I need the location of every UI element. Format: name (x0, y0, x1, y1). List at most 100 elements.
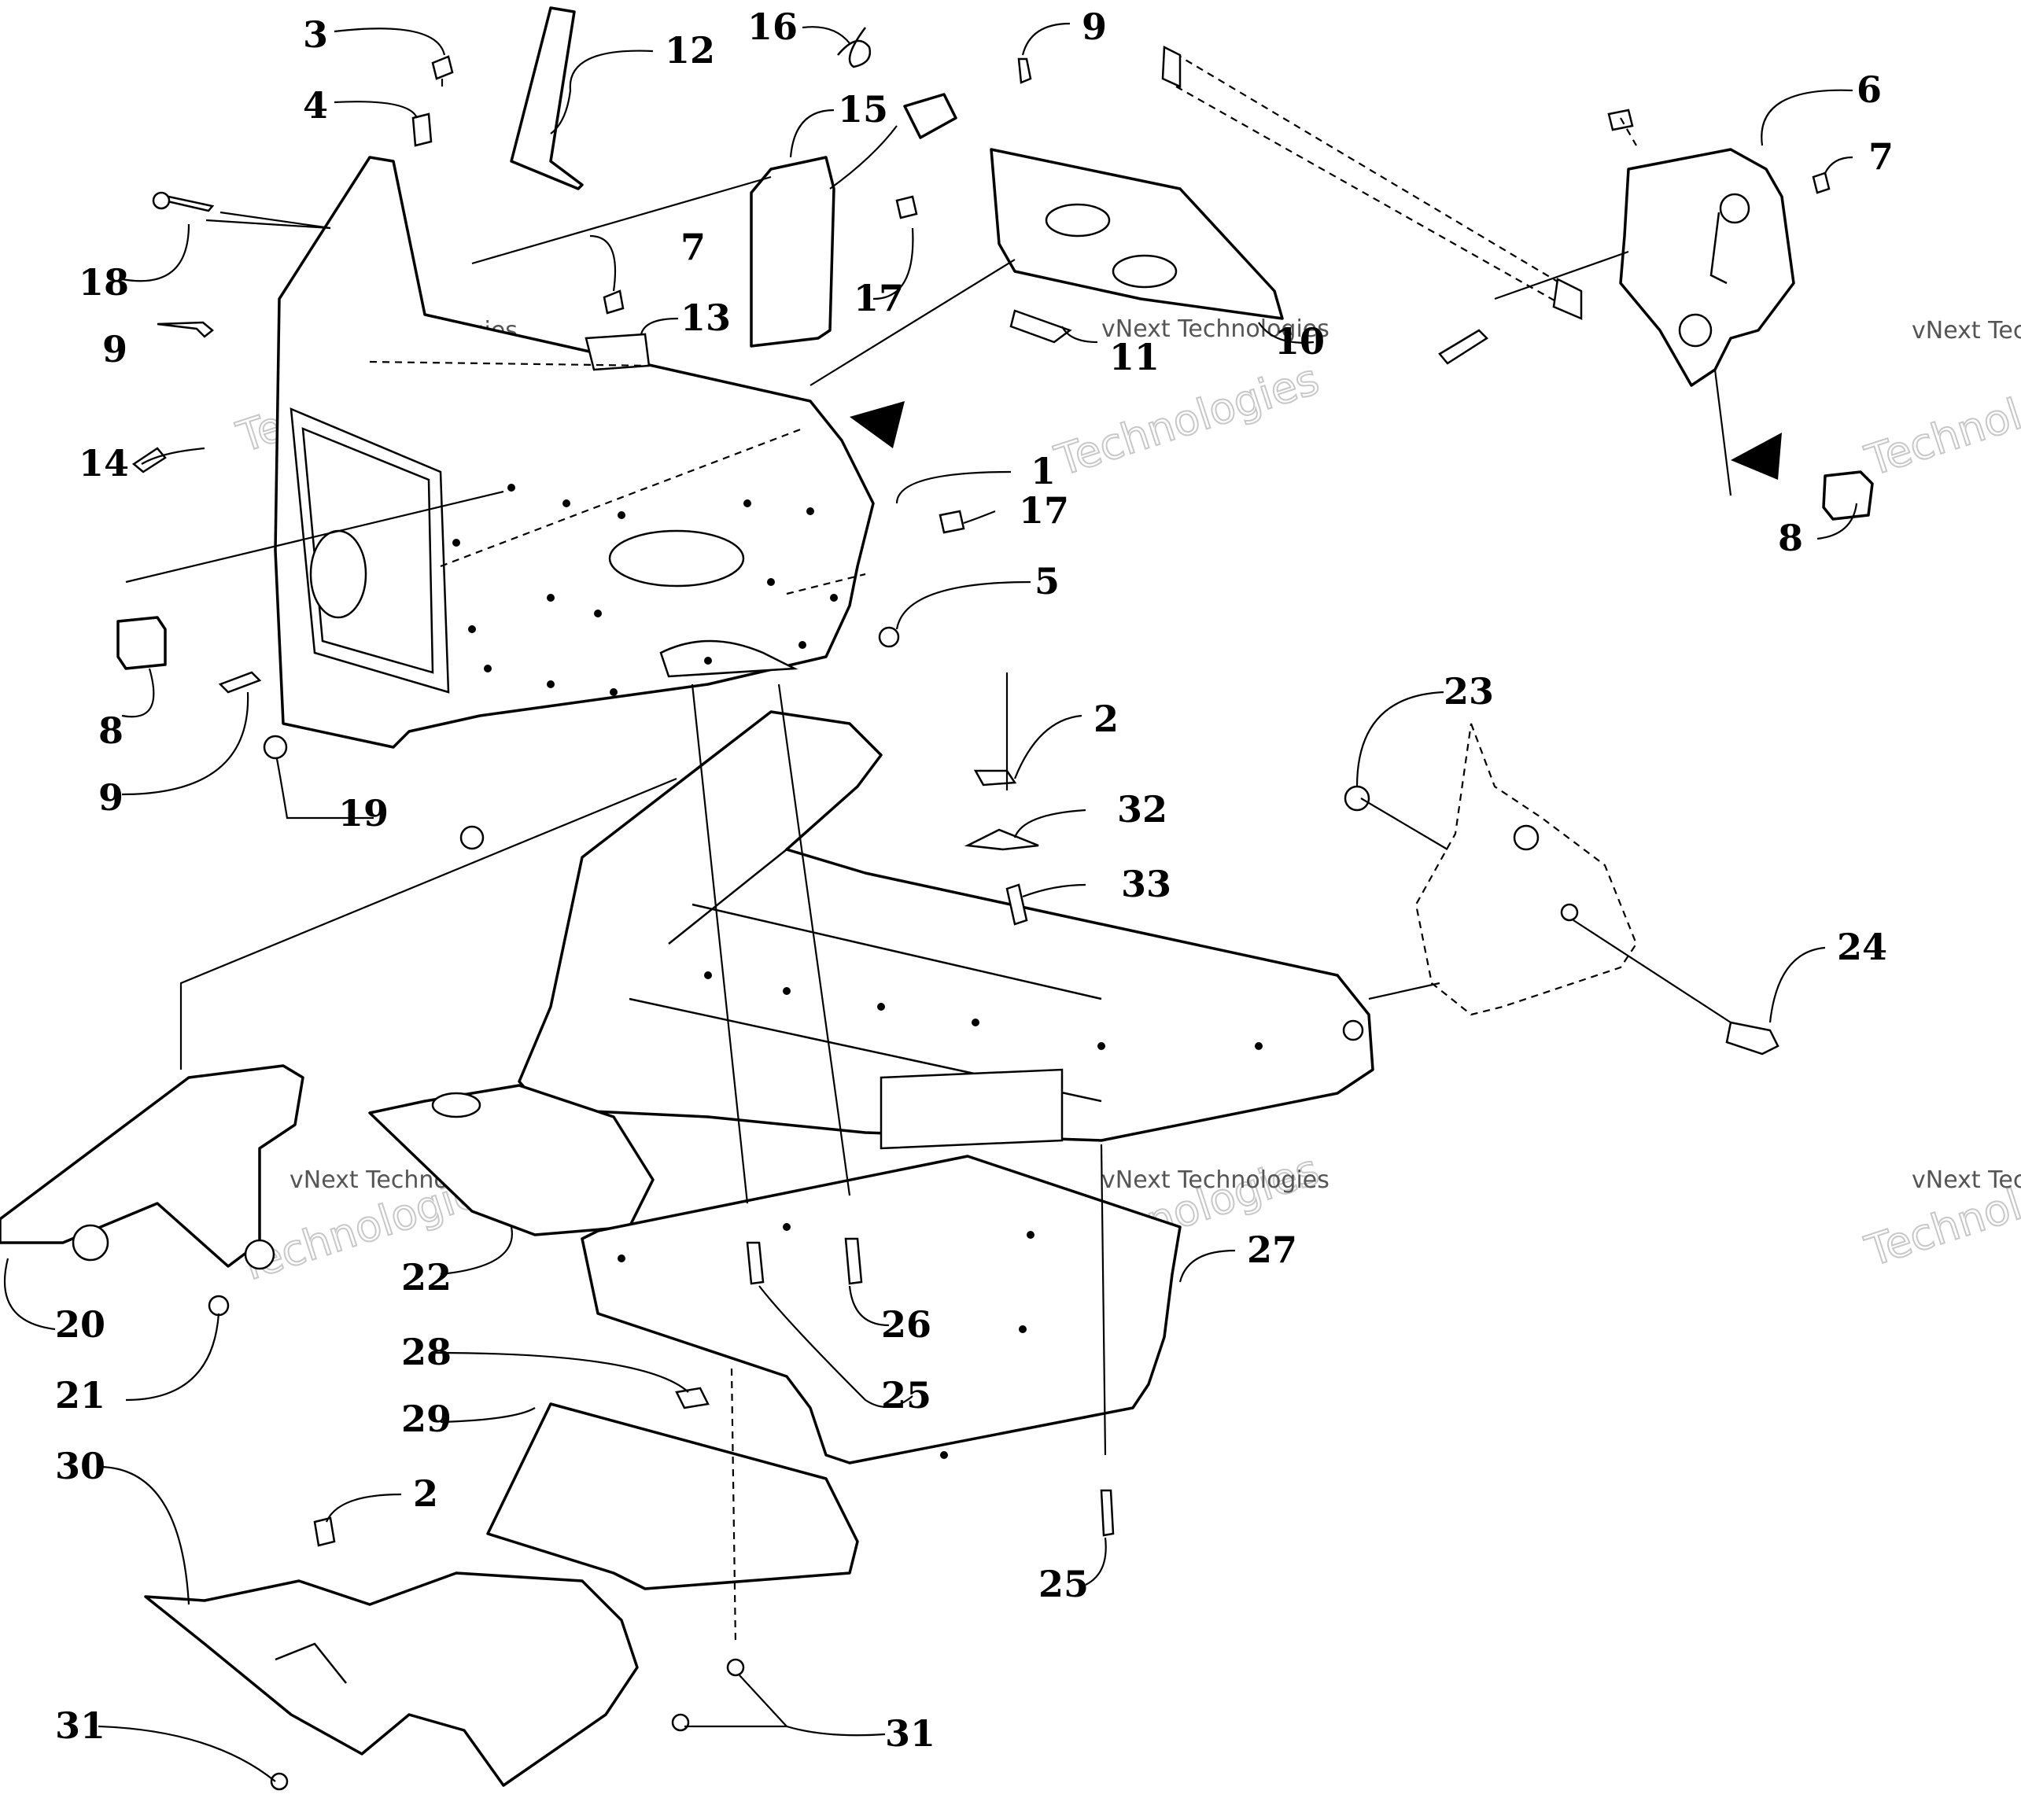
callout-7: 7 (1868, 135, 1894, 178)
arrow-mark (850, 401, 905, 448)
watermark-large: Technologies (1049, 354, 1325, 485)
part-26-screw (844, 1237, 863, 1285)
part-7-bolt-center (603, 289, 625, 315)
part-19-bolt (263, 735, 485, 850)
part-nut-right-top (1607, 109, 1634, 131)
callout-14: 14 (79, 442, 129, 484)
callout-7: 7 (680, 226, 706, 268)
callout-3: 3 (303, 13, 328, 56)
callout-16: 16 (747, 6, 798, 48)
callout-9: 9 (98, 776, 124, 819)
part-17-nut-upper (895, 195, 918, 219)
watermark-small: vNext Technologies (1101, 315, 1330, 343)
part-25-rivet-lower (1100, 1489, 1115, 1537)
callout-10: 10 (1274, 320, 1325, 363)
callout-labels: 3 4 12 16 15 9 6 7 18 7 17 13 9 10 11 14… (55, 6, 1894, 1755)
part-6-steering-bracket (1619, 148, 1795, 387)
part-24-bolt (1725, 1021, 1779, 1056)
part-11-bracket (1009, 309, 1072, 344)
callout-17: 17 (854, 277, 904, 319)
part-10-panel (990, 148, 1284, 320)
part-main-frame (518, 710, 1374, 1150)
callout-25: 25 (881, 1374, 931, 1417)
callout-25: 25 (1038, 1563, 1089, 1605)
part-31-screws (270, 1658, 745, 1791)
callout-13: 13 (680, 297, 731, 339)
part-1-bulkhead (274, 156, 875, 749)
part-9-rivet-left-lower (218, 671, 262, 694)
callout-26: 26 (881, 1303, 931, 1346)
callout-27: 27 (1247, 1229, 1297, 1271)
callout-15: 15 (838, 88, 888, 131)
callout-20: 20 (55, 1303, 105, 1346)
callout-2: 2 (413, 1472, 438, 1515)
part-8-bumper-right (1822, 470, 1874, 521)
callout-6: 6 (1857, 68, 1882, 111)
part-33-screw (1005, 883, 1028, 926)
callout-19: 19 (338, 792, 389, 834)
part-3-bolt (431, 55, 454, 87)
callout-32: 32 (1117, 788, 1167, 831)
part-27-skid-plate (581, 1155, 1182, 1464)
part-23-nut (1344, 785, 1370, 812)
callout-31: 31 (885, 1712, 935, 1755)
watermark-small: vNext Technologies (1101, 1166, 1330, 1194)
part-7-bolt-right (1812, 171, 1831, 194)
part-8-bumper-left (116, 616, 167, 670)
leader-lines (3, 22, 1858, 1782)
part-18-long-bolt (152, 191, 215, 212)
part-30-shroud (144, 1571, 639, 1787)
callout-2: 2 (1093, 698, 1119, 740)
callout-11: 11 (1109, 336, 1160, 378)
watermark-large: Technologies (1860, 354, 2021, 485)
callout-29: 29 (401, 1398, 452, 1440)
part-2-clip-upper (973, 769, 1017, 787)
part-22-tower (368, 1084, 655, 1236)
part-15-module (750, 93, 957, 348)
part-20-front-bracket (0, 1064, 304, 1270)
part-9-rivet-left-upper (157, 321, 214, 338)
part-5-bolt (878, 626, 900, 648)
callout-22: 22 (401, 1256, 452, 1299)
arrow-mark (1731, 433, 1782, 480)
alignment-lines (125, 117, 1732, 1645)
callout-9: 9 (1082, 6, 1107, 48)
callout-21: 21 (55, 1374, 105, 1417)
callout-17: 17 (1019, 489, 1069, 532)
steering-tube-dashed (1161, 46, 1583, 320)
part-bolt-right (1438, 329, 1488, 365)
callout-1: 1 (1031, 450, 1056, 492)
callout-8: 8 (98, 709, 124, 752)
callout-33: 33 (1121, 863, 1171, 905)
part-side-structure (1414, 723, 1638, 1016)
callout-18: 18 (79, 261, 129, 304)
callout-5: 5 (1034, 560, 1060, 602)
part-13-bracket (585, 333, 651, 371)
part-17-nut-lower (939, 510, 965, 534)
callout-8: 8 (1778, 517, 1803, 559)
callout-28: 28 (401, 1331, 452, 1373)
part-16-clip (837, 27, 872, 68)
callout-12: 12 (665, 29, 715, 72)
callout-24: 24 (1837, 926, 1887, 968)
callout-9: 9 (102, 328, 127, 370)
callout-31: 31 (55, 1704, 105, 1747)
part-9-rivet-top (1017, 57, 1032, 84)
watermark-large: Technologies (1860, 1144, 2021, 1276)
watermark-small: vNext Technologies (1912, 317, 2021, 344)
part-25-rivet-upper (746, 1241, 765, 1285)
callout-23: 23 (1444, 670, 1494, 713)
part-29-plate (486, 1402, 859, 1590)
part-2-clip-lower (313, 1516, 336, 1547)
callout-30: 30 (55, 1445, 105, 1487)
direction-arrows (850, 401, 1782, 480)
callout-4: 4 (303, 84, 328, 127)
watermark-small: vNext Technologies (1912, 1166, 2021, 1194)
part-12-mirror (510, 6, 584, 190)
part-4-clamp (411, 112, 433, 147)
part-21-pushpin (208, 1295, 230, 1317)
part-32-washer (964, 828, 1039, 851)
part-28-clip (675, 1387, 710, 1409)
